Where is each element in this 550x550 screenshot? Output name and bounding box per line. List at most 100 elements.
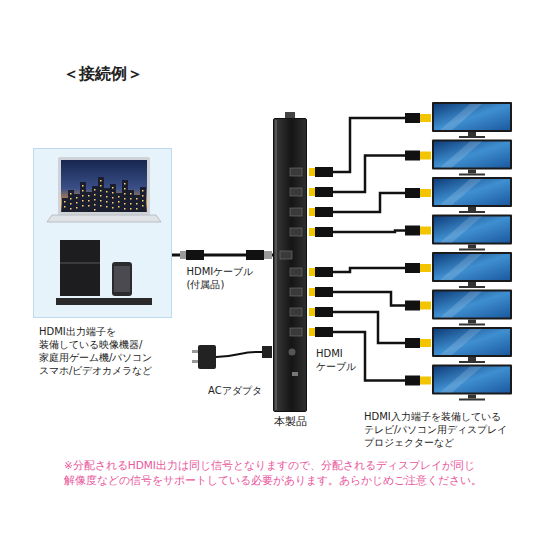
city-light: [124, 203, 126, 205]
city-light: [124, 183, 126, 185]
city-light: [124, 193, 126, 195]
city-light: [76, 197, 78, 199]
city-light: [106, 196, 108, 198]
hdmi-wire: [333, 118, 405, 172]
plug-body: [405, 113, 420, 123]
display-monitor: [432, 177, 512, 213]
display-note: HDMI入力端子を装備している テレビ/パソコン用ディスプレイ プロジェクターな…: [364, 410, 529, 449]
monitor-frame: [432, 252, 512, 282]
city-light: [94, 199, 96, 201]
plug-body: [405, 338, 420, 348]
monitor-frame: [432, 177, 512, 207]
city-light: [136, 198, 138, 200]
city-light: [76, 207, 78, 209]
city-light: [76, 202, 78, 204]
monitor-glare: [440, 142, 482, 168]
city-light: [64, 206, 66, 208]
monitor-stand: [468, 282, 476, 286]
city-light: [130, 193, 132, 195]
hdmi-wire: [333, 231, 405, 233]
plug-tip: [420, 227, 431, 235]
laptop-illustration: [47, 157, 161, 222]
city-light: [124, 208, 126, 210]
cable-label: HDMI ケーブル: [316, 347, 362, 373]
city-light: [130, 208, 132, 210]
power-cord: [216, 352, 264, 357]
output-port: [290, 228, 302, 236]
city-light: [112, 187, 114, 189]
hdmi-wire: [333, 312, 405, 343]
city-light: [142, 205, 144, 207]
monitor-screen: [434, 367, 510, 393]
city-building: [122, 180, 128, 212]
plug-body: [315, 307, 333, 317]
plug-tip: [420, 377, 431, 385]
monitor-glare: [440, 329, 482, 355]
monitor-frame: [432, 140, 512, 170]
city-building: [128, 190, 134, 212]
city-building: [62, 198, 68, 212]
monitor-frame: [432, 327, 512, 357]
city-light: [130, 203, 132, 205]
display-monitor: [432, 290, 512, 326]
plug-body: [315, 267, 333, 277]
plug-body: [315, 167, 333, 177]
city-light: [124, 198, 126, 200]
city-light: [82, 185, 84, 187]
monitor-glare: [440, 367, 482, 393]
city-light: [70, 208, 72, 210]
monitor-frame: [432, 365, 512, 395]
monitor-stand: [468, 245, 476, 249]
city-building: [86, 192, 92, 212]
city-light: [100, 195, 102, 197]
plug-tip: [180, 251, 186, 259]
laptop-display: [61, 160, 147, 212]
laptop-bezel: [58, 157, 150, 215]
display-monitor: [432, 327, 512, 363]
city-light: [106, 191, 108, 193]
monitor-stand: [468, 357, 476, 361]
plug-tip: [309, 328, 315, 336]
city-building: [98, 177, 104, 212]
display-monitor: [432, 252, 512, 288]
cable-label: HDMIケーブル (付属品): [187, 265, 265, 291]
city-building: [80, 182, 86, 212]
monitor-stand: [468, 395, 476, 399]
plug-tip: [309, 168, 315, 176]
adapter-body: [198, 345, 216, 369]
city-light: [118, 196, 120, 198]
plug-body: [405, 376, 420, 386]
power-plug: [262, 346, 272, 358]
splitter-button: [285, 112, 295, 118]
smartphone: [112, 262, 132, 296]
plug-tip: [420, 152, 431, 160]
city-light: [70, 203, 72, 205]
monitor-glare: [440, 217, 482, 243]
city-light: [94, 204, 96, 206]
monitor-base: [459, 399, 485, 401]
hdmi-wire: [333, 156, 405, 193]
output-port: [290, 208, 302, 216]
city-light: [94, 189, 96, 191]
city-light: [112, 192, 114, 194]
city-light: [100, 190, 102, 192]
city-light: [100, 185, 102, 187]
display-monitor: [432, 215, 512, 251]
diagram-title: ＜接続例＞: [63, 64, 143, 85]
monitor-stand: [468, 207, 476, 211]
plug-body: [315, 187, 333, 197]
city-light: [136, 208, 138, 210]
game-console: [60, 240, 100, 296]
city-light: [100, 180, 102, 182]
monitor-base: [459, 361, 485, 363]
monitor-base: [459, 286, 485, 288]
city-light: [124, 188, 126, 190]
output-port: [290, 188, 302, 196]
plug-body: [186, 250, 204, 260]
plug-tip: [309, 268, 315, 276]
caution-note: ※分配されるHDMI出力は同じ信号となりますので、分配されるディスプレイが同じ …: [64, 458, 509, 488]
city-building: [140, 187, 146, 212]
city-light: [94, 209, 96, 211]
city-building: [68, 190, 74, 212]
